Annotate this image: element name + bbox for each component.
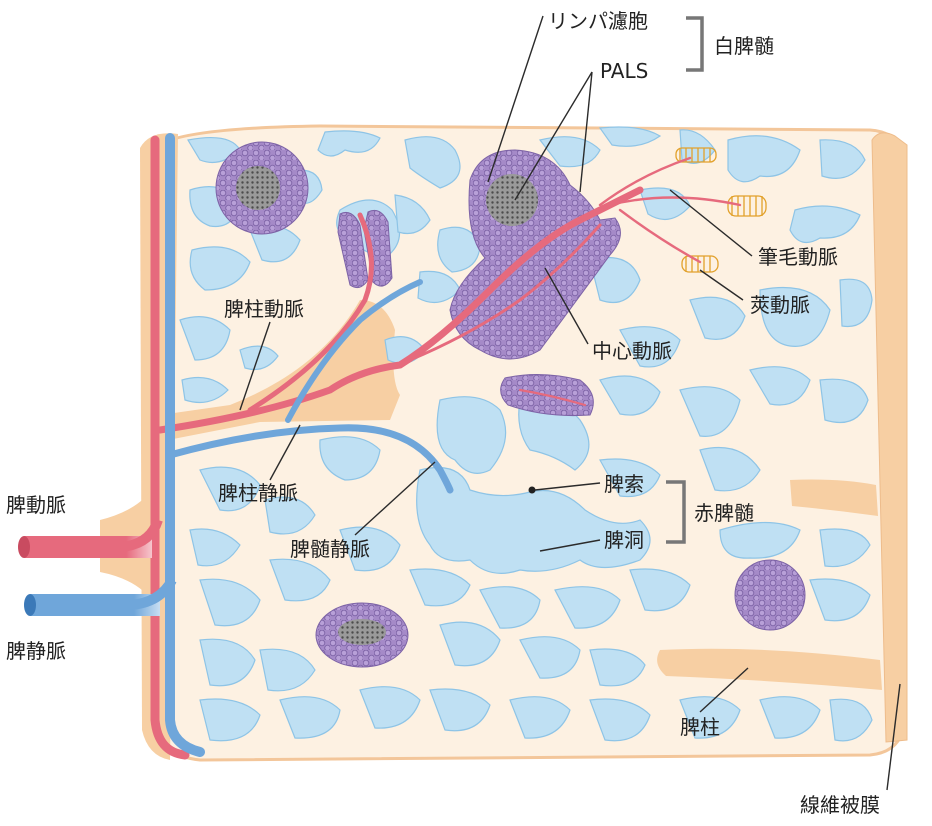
ellipsoid-middle <box>727 195 767 217</box>
splenic-artery-vessel <box>18 518 163 558</box>
trabecula-right-upper <box>790 479 878 516</box>
lymph-follicle-upper-left <box>215 141 309 235</box>
label-splenic-cord: 脾索 <box>604 472 644 496</box>
ellipsoid-top <box>675 147 717 163</box>
label-pals: PALS <box>600 59 648 83</box>
label-splenic-sinus: 脾洞 <box>604 528 644 552</box>
central-artery-vessel <box>408 223 602 362</box>
trabecular-vein-vessel <box>166 424 454 494</box>
lymph-follicle-white-pulp <box>449 149 621 360</box>
lymph-follicle-lower-center <box>315 602 409 668</box>
arterial-tree <box>150 135 742 760</box>
trabecula-lower-right <box>657 648 882 690</box>
white-pulp-bracket <box>686 16 704 72</box>
red-pulp-bracket <box>666 480 686 544</box>
label-penicillar-artery: 筆毛動脈 <box>758 245 838 269</box>
label-red-pulp: 赤脾髄 <box>694 501 754 525</box>
sheathed-artery-ellipsoids <box>675 147 767 273</box>
label-trabecula: 脾柱 <box>680 715 720 739</box>
capsular-vein <box>165 133 205 757</box>
label-fibrous-capsule: 線維被膜 <box>800 793 880 817</box>
vein-upper-branch <box>285 279 423 423</box>
label-lymph-follicle: リンパ濾胞 <box>548 9 648 33</box>
sinus-network <box>179 126 873 742</box>
penicillar-branch-3 <box>618 208 702 264</box>
lymph-follicle-right <box>734 559 806 631</box>
trabecular-artery-vessel <box>156 186 644 434</box>
penicillar-branch-1 <box>598 156 692 207</box>
penicillar-branch-2 <box>608 196 742 207</box>
label-trabecular-vein: 脾柱静脈 <box>218 481 298 505</box>
label-central-artery: 中心動脈 <box>592 339 672 363</box>
label-trabecular-artery: 脾柱動脈 <box>224 297 304 321</box>
label-splenic-artery: 脾動脈 <box>6 493 66 517</box>
capsular-artery <box>150 135 190 760</box>
fibrous-capsule-shape <box>871 132 908 743</box>
label-pulp-vein: 脾髄静脈 <box>290 537 370 561</box>
splenic-vein-vessel <box>24 577 177 616</box>
label-white-pulp: 白脾髄 <box>714 34 774 58</box>
artery-upper-branch <box>247 212 374 413</box>
venous-tree <box>165 133 454 757</box>
label-sheathed-artery: 莢動脈 <box>750 293 810 317</box>
leader-lines <box>239 15 901 791</box>
splenic-cord-marker <box>528 486 536 494</box>
label-splenic-vein: 脾静脈 <box>6 639 66 663</box>
artery-small-branch <box>518 388 587 407</box>
